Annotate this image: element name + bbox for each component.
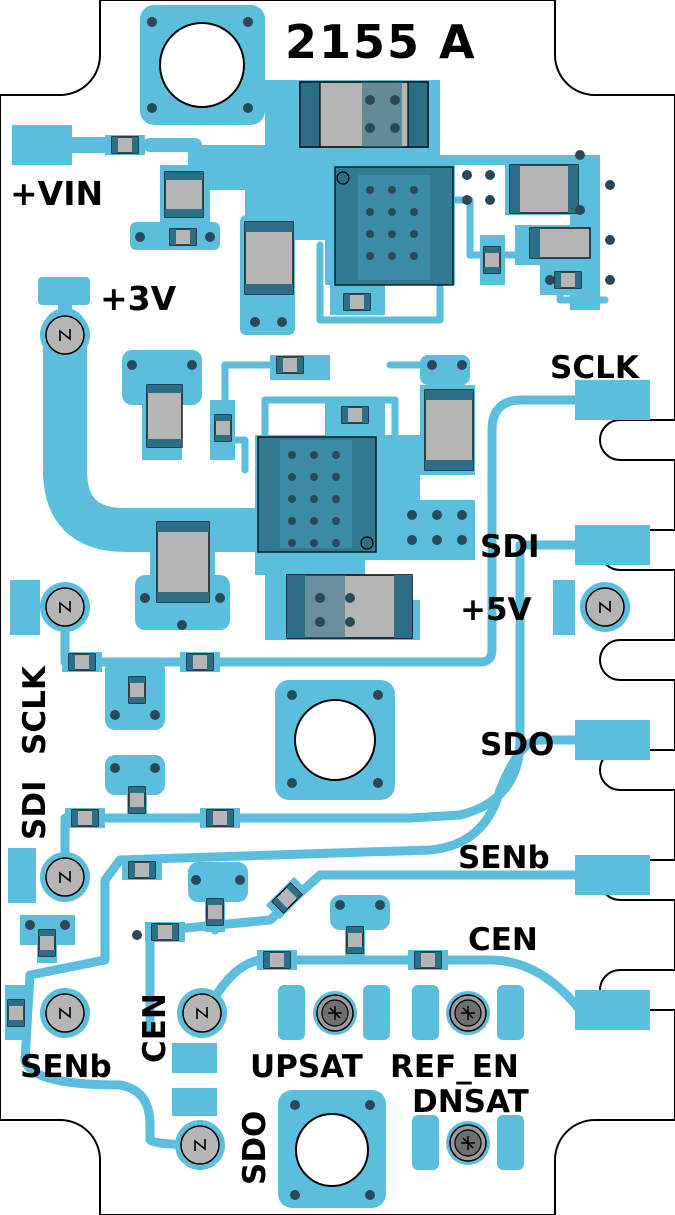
v5-label: +5V <box>460 592 532 628</box>
upsat-label: UPSAT <box>250 1049 363 1085</box>
sclk-left-label: SCLK <box>17 665 53 755</box>
senb-right-label: SENb <box>458 840 550 876</box>
cen-left-label: CEN <box>137 993 173 1063</box>
sdi-right-label: SDI <box>480 529 540 565</box>
sclk-right-label: SCLK <box>550 350 640 386</box>
ref-en-label: REF_EN <box>390 1049 519 1085</box>
vias <box>25 17 615 1200</box>
sdi-left-label: SDI <box>17 780 53 840</box>
mounting-hole-icon <box>159 22 376 1187</box>
sdo-right-label: SDO <box>480 727 554 763</box>
dnsat-label: DNSAT <box>412 1084 529 1120</box>
v3-label: +3V <box>100 279 177 318</box>
senb-left-label: SENb <box>20 1049 112 1085</box>
vin-label: +VIN <box>10 174 103 213</box>
cen-right-label: CEN <box>468 922 538 958</box>
sdo-left-label: SDO <box>237 1111 273 1185</box>
part-number-label: 2155 A <box>285 15 477 69</box>
